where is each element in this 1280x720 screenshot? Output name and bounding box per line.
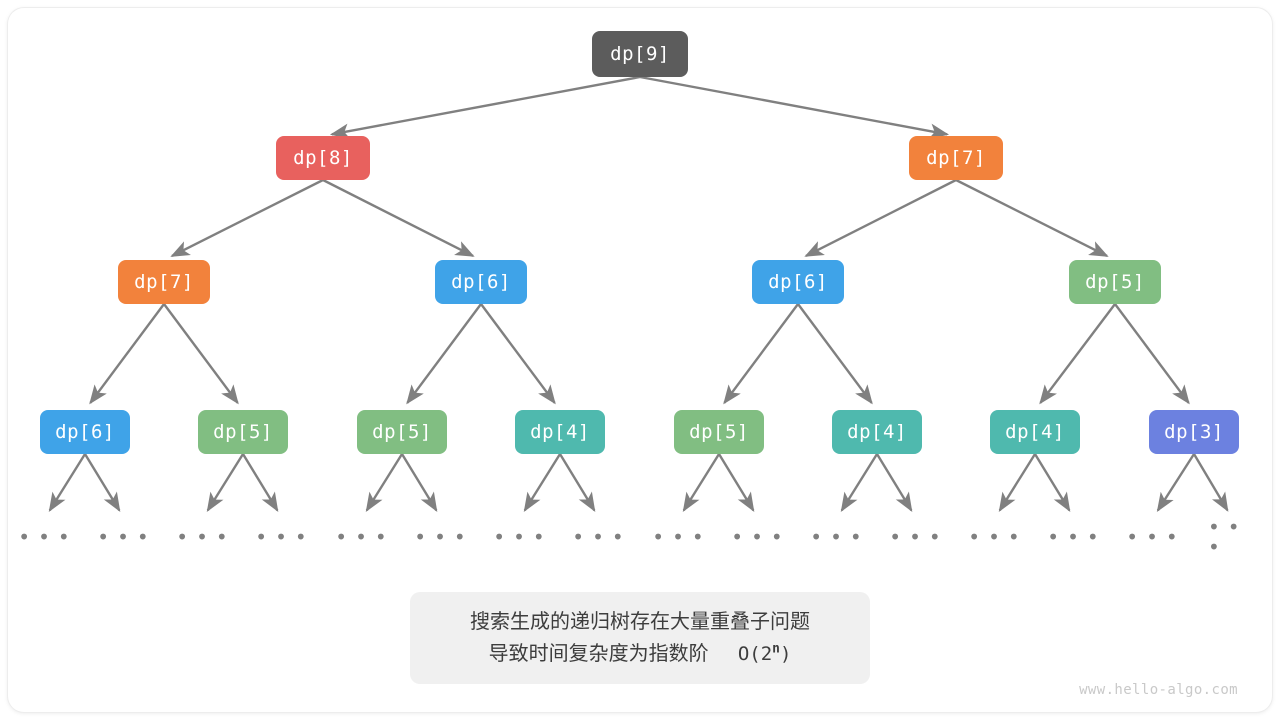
complexity-expression: O(2n) — [715, 641, 792, 666]
node-label: dp[5] — [372, 420, 432, 443]
edge-n6-to-n13 — [1039, 303, 1116, 405]
edge-n9-to-ellipsis-5 — [400, 453, 438, 512]
node-label: dp[6] — [451, 270, 511, 293]
edge-n2-to-n5 — [804, 178, 957, 258]
edge-n13-to-ellipsis-12 — [998, 453, 1037, 512]
ellipsis-marker: • • • — [652, 525, 706, 549]
node-label: dp[4] — [530, 420, 590, 443]
edge-n11-to-ellipsis-9 — [717, 453, 755, 512]
ellipsis-marker: • • • — [335, 525, 389, 549]
ellipsis-marker: • • • — [414, 525, 468, 549]
tree-node-dp5-n8: dp[5] — [198, 410, 288, 454]
node-label: dp[5] — [689, 420, 749, 443]
tree-node-dp6-n7: dp[6] — [40, 410, 130, 454]
node-label: dp[8] — [293, 146, 353, 169]
ellipsis-marker: • • • — [18, 525, 72, 549]
node-label: dp[5] — [213, 420, 273, 443]
ellipsis-marker: • • • — [810, 525, 864, 549]
ellipsis-marker: • • • — [968, 525, 1022, 549]
node-label: dp[7] — [134, 270, 194, 293]
edge-n3-to-n7 — [89, 303, 165, 405]
tree-node-dp4-n12: dp[4] — [832, 410, 922, 454]
tree-node-dp6-n4: dp[6] — [435, 260, 527, 304]
ellipsis-marker: • • • — [1126, 525, 1180, 549]
complexity-close: ) — [779, 643, 792, 666]
caption-line-1: 搜索生成的递归树存在大量重叠子问题 — [470, 609, 810, 634]
edge-n4-to-n9 — [406, 303, 482, 405]
node-label: dp[4] — [1005, 420, 1065, 443]
edge-n12-to-ellipsis-11 — [875, 453, 913, 512]
tree-node-dp5-n11: dp[5] — [674, 410, 764, 454]
node-label: dp[5] — [1085, 270, 1145, 293]
ellipsis-marker: • • • — [1208, 515, 1248, 559]
edge-n2-to-n6 — [955, 178, 1109, 258]
edge-n13-to-ellipsis-13 — [1033, 453, 1071, 512]
edge-n0-to-n2 — [639, 75, 950, 139]
caption-box: 搜索生成的递归树存在大量重叠子问题 导致时间复杂度为指数阶 O(2n) — [410, 592, 870, 684]
tree-node-dp6-n5: dp[6] — [752, 260, 844, 304]
edge-n14-to-ellipsis-14 — [1156, 453, 1196, 513]
edge-n0-to-n1 — [329, 75, 641, 139]
tree-node-dp9-n0: dp[9] — [592, 31, 688, 77]
edge-n5-to-n11 — [723, 303, 799, 405]
tree-node-dp7-n3: dp[7] — [118, 260, 210, 304]
ellipsis-edges — [48, 453, 1229, 513]
ellipsis-marker: • • • — [97, 525, 151, 549]
edge-n14-to-ellipsis-15 — [1192, 453, 1229, 512]
node-label: dp[4] — [847, 420, 907, 443]
watermark: www.hello-algo.com — [1079, 682, 1238, 698]
node-label: dp[7] — [926, 146, 986, 169]
ellipsis-marker: • • • — [493, 525, 547, 549]
edge-n10-to-ellipsis-7 — [558, 453, 596, 512]
edge-n7-to-ellipsis-1 — [83, 453, 121, 512]
edge-n7-to-ellipsis-0 — [48, 453, 87, 512]
edge-n3-to-n8 — [163, 303, 239, 405]
edge-n8-to-ellipsis-3 — [241, 453, 279, 512]
tree-node-dp3-n14: dp[3] — [1149, 410, 1239, 454]
edge-n10-to-ellipsis-6 — [523, 453, 562, 512]
complexity-base: O(2 — [737, 643, 773, 666]
ellipsis-marker: • • • — [1047, 525, 1101, 549]
node-label: dp[3] — [1164, 420, 1224, 443]
tree-node-dp8-n1: dp[8] — [276, 136, 370, 180]
tree-node-dp7-n2: dp[7] — [909, 136, 1003, 180]
node-label: dp[6] — [768, 270, 828, 293]
tree-edges — [89, 75, 1190, 405]
edge-n5-to-n12 — [797, 303, 873, 405]
ellipsis-marker: • • • — [731, 525, 785, 549]
tree-node-dp5-n9: dp[5] — [357, 410, 447, 454]
complexity-exponent: n — [772, 641, 780, 657]
caption-line-2: 导致时间复杂度为指数阶 O(2n) — [489, 641, 792, 667]
edge-n4-to-n10 — [480, 303, 556, 405]
tree-node-dp4-n10: dp[4] — [515, 410, 605, 454]
edge-n6-to-n14 — [1114, 303, 1190, 405]
edge-n12-to-ellipsis-10 — [840, 453, 879, 512]
edge-n1-to-n3 — [170, 178, 324, 258]
edge-n11-to-ellipsis-8 — [682, 453, 721, 512]
tree-node-dp4-n13: dp[4] — [990, 410, 1080, 454]
node-label: dp[9] — [610, 42, 670, 65]
edge-n1-to-n4 — [322, 178, 475, 258]
ellipsis-marker: • • • — [889, 525, 943, 549]
ellipsis-marker: • • • — [176, 525, 230, 549]
caption-line-2-text: 导致时间复杂度为指数阶 — [488, 641, 709, 666]
edge-n9-to-ellipsis-4 — [365, 453, 404, 512]
node-label: dp[6] — [55, 420, 115, 443]
tree-node-dp5-n6: dp[5] — [1069, 260, 1161, 304]
ellipsis-marker: • • • — [572, 525, 626, 549]
edge-n8-to-ellipsis-2 — [206, 453, 245, 512]
ellipsis-marker: • • • — [255, 525, 309, 549]
